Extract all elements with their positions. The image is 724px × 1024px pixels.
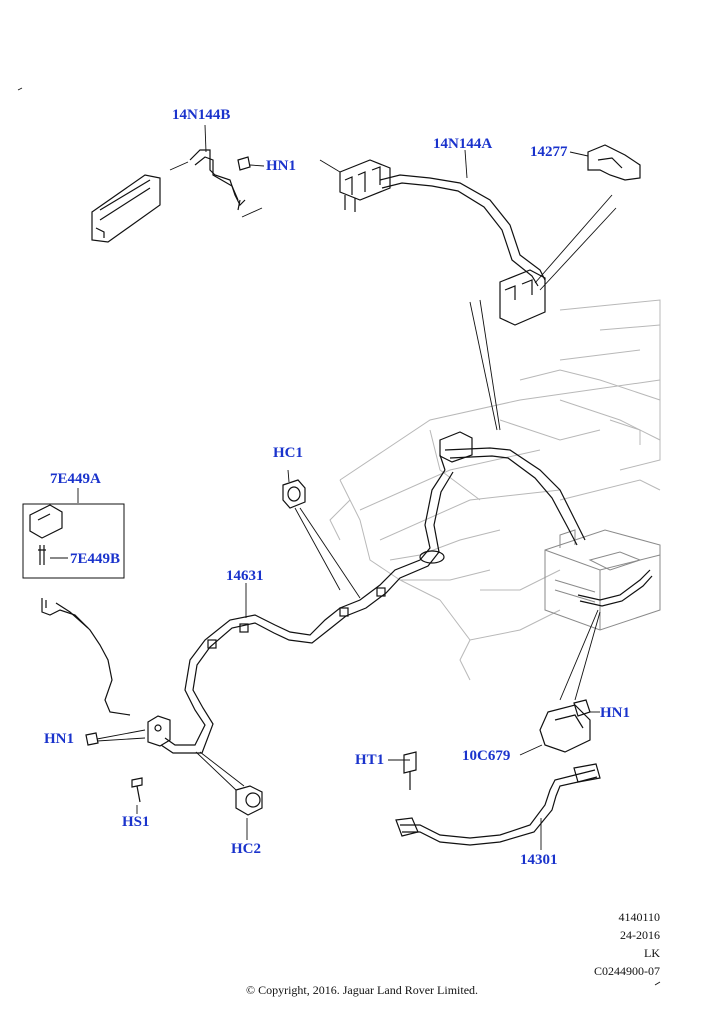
cover-14277 xyxy=(587,144,641,181)
drawing-date: 24-2016 xyxy=(620,928,660,942)
callout-14631: 14631 xyxy=(226,568,264,584)
nut-HN1-right xyxy=(573,699,591,717)
callout-HT1: HT1 xyxy=(355,752,385,768)
callout-HS1: HS1 xyxy=(122,814,150,830)
junction-block-top xyxy=(339,159,391,201)
leader-lines xyxy=(17,87,661,986)
callout-7E449B: 7E449B xyxy=(70,551,121,567)
callout-14277: 14277 xyxy=(530,144,568,160)
drawing-code: C0244900-07 xyxy=(594,964,660,978)
callout-14N144B: 14N144B xyxy=(172,107,231,123)
callout-14301: 14301 xyxy=(520,852,558,868)
callout-HC1: HC1 xyxy=(273,445,303,461)
clip-HC2 xyxy=(235,785,263,816)
nut-HN1-left xyxy=(85,732,99,746)
drawing-author: LK xyxy=(644,946,660,960)
battery xyxy=(544,529,661,631)
stud-HT1 xyxy=(403,751,417,774)
callout-HC2: HC2 xyxy=(231,841,261,857)
vehicle-floor-outline xyxy=(329,299,661,681)
group-box-7E449 xyxy=(22,503,125,579)
copyright-notice: © Copyright, 2016. Jaguar Land Rover Lim… xyxy=(245,983,479,997)
harness-parts xyxy=(29,144,653,846)
nut-HN1-top xyxy=(237,156,251,171)
control-module-outline xyxy=(91,174,161,243)
clip-HC1 xyxy=(282,479,306,509)
harness-bracket xyxy=(147,715,171,747)
callout-10C679: 10C679 xyxy=(462,748,511,764)
fuse-box xyxy=(499,269,546,326)
drawing-ref-number: 4140110 xyxy=(618,910,660,924)
callout-7E449A: 7E449A xyxy=(50,471,101,487)
callout-HN1-top: HN1 xyxy=(266,158,296,174)
sensor-7E449A xyxy=(29,504,63,539)
bolt-HS1 xyxy=(131,777,143,788)
terminal-10C679 xyxy=(539,704,591,753)
callout-HN1-left: HN1 xyxy=(44,731,74,747)
callout-14N144A: 14N144A xyxy=(433,136,493,152)
callout-HN1-right: HN1 xyxy=(600,705,630,721)
